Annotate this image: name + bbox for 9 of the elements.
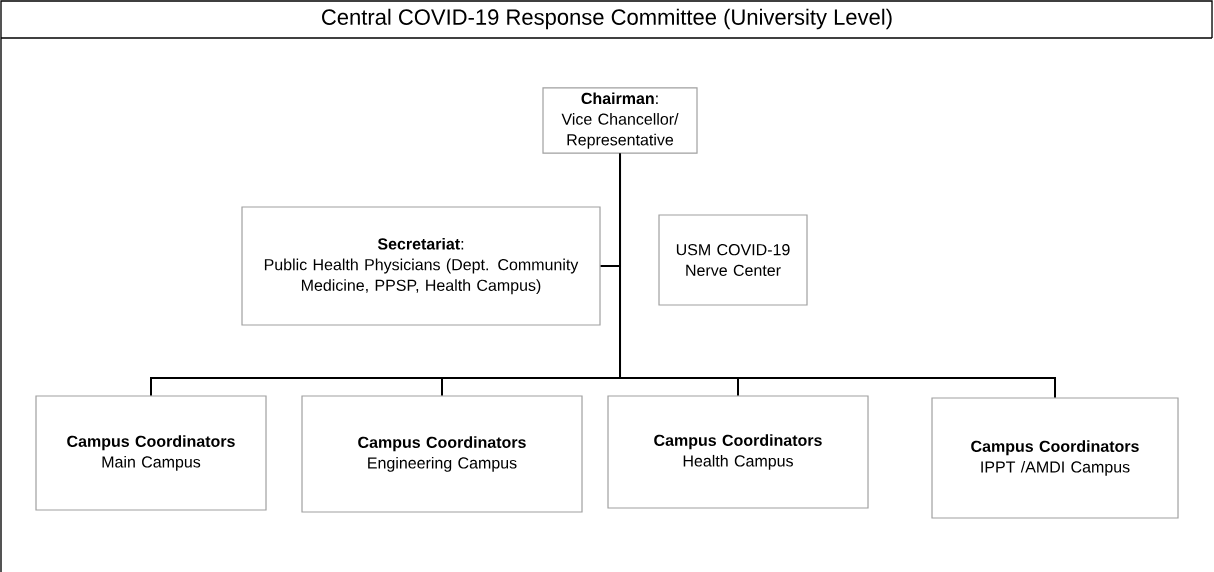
connector-line: [619, 152, 1056, 399]
title: Central COVID-19 Response Committee (University Level): [322, 8, 892, 30]
coordinator-box: Campus Coordinators Health Campus: [607, 395, 869, 509]
chairman-box: Chairman: Vice Chancellor/ Representative: [542, 87, 698, 154]
coordinator-box: Campus Coordinators Engineering Campus: [301, 395, 583, 513]
secretariat-box: Secretariat: Public Health Physicians (Dept. Community Medicine, PPSP, Health Campus): [241, 206, 601, 326]
coordinator-box: Campus Coordinators IPPT /AMDI Campus: [931, 397, 1179, 519]
nerve-center-box: USM COVID-19 Nerve Center: [658, 214, 808, 306]
coordinator-box: Campus Coordinators Main Campus: [35, 395, 267, 511]
